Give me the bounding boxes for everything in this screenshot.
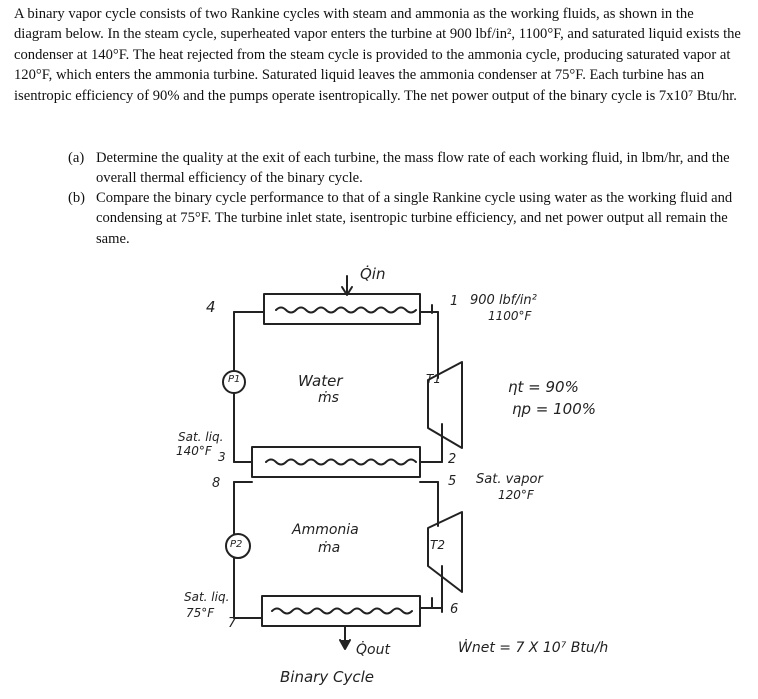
ammonia-label: Ammonia: [292, 522, 359, 538]
state-4-label: 4: [206, 298, 216, 316]
state-7-label: 7: [228, 616, 237, 631]
boiler: [263, 293, 421, 325]
part-a-text: Determine the quality at the exit of eac…: [96, 150, 730, 187]
state-1-label: 1: [450, 294, 459, 309]
heat-exchanger-middle: [251, 446, 421, 478]
diagram-caption: Binary Cycle: [280, 668, 374, 686]
state-6-label: 6: [450, 602, 459, 617]
part-b-text: Compare the binary cycle performance to …: [96, 190, 733, 247]
q-out-label: Q̇out: [356, 642, 390, 658]
turbine-t1-label: T1: [426, 372, 441, 386]
state-2-label: 2: [448, 452, 457, 467]
state-3-label: 3: [218, 450, 226, 464]
water-flow-label: ṁs: [318, 390, 339, 406]
turbine-t1: [427, 361, 463, 449]
state-1-pressure: 900 lbf/in²: [470, 293, 537, 308]
state-3-condition-a: Sat. liq.: [178, 430, 224, 444]
pump-p1: [222, 370, 246, 394]
state-7-condition-a: Sat. liq.: [184, 590, 230, 604]
q-in-label: Q̇in: [360, 265, 386, 283]
part-b: (b) Compare the binary cycle performance…: [68, 188, 748, 249]
boiler-coil: [275, 306, 417, 314]
pump-p1-label: P1: [228, 374, 241, 385]
turbine-t2: [427, 511, 463, 593]
problem-statement: A binary vapor cycle consists of two Ran…: [14, 6, 741, 104]
state-5-label: 5: [448, 474, 457, 489]
q-out-arrowhead: [339, 639, 351, 650]
turbine-t2-label: T2: [430, 538, 445, 552]
net-power-label: Ẇnet = 7 X 10⁷ Btu/h: [458, 640, 609, 656]
q-in-arrowhead: [341, 286, 353, 296]
condenser-coil: [271, 607, 413, 615]
water-label: Water: [298, 372, 343, 390]
state-3-condition-b: 140°F: [176, 444, 212, 458]
middle-coil: [265, 458, 417, 466]
ammonia-flow-label: ṁa: [318, 540, 341, 556]
state-5-condition-a: Sat. vapor: [476, 472, 543, 487]
pump-efficiency: ηp = 100%: [512, 400, 597, 418]
state-8-label: 8: [212, 476, 221, 491]
pump-p2: [225, 533, 251, 559]
part-a: (a) Determine the quality at the exit of…: [68, 148, 748, 189]
state-1-temperature: 1100°F: [488, 309, 532, 323]
state-5-condition-b: 120°F: [498, 488, 534, 502]
state-7-condition-b: 75°F: [186, 606, 215, 620]
condenser: [261, 595, 421, 627]
part-b-label: (b): [68, 190, 86, 206]
turbine-efficiency: ηt = 90%: [508, 378, 579, 396]
pump-p2-label: P2: [230, 539, 243, 550]
part-a-label: (a): [68, 150, 85, 166]
